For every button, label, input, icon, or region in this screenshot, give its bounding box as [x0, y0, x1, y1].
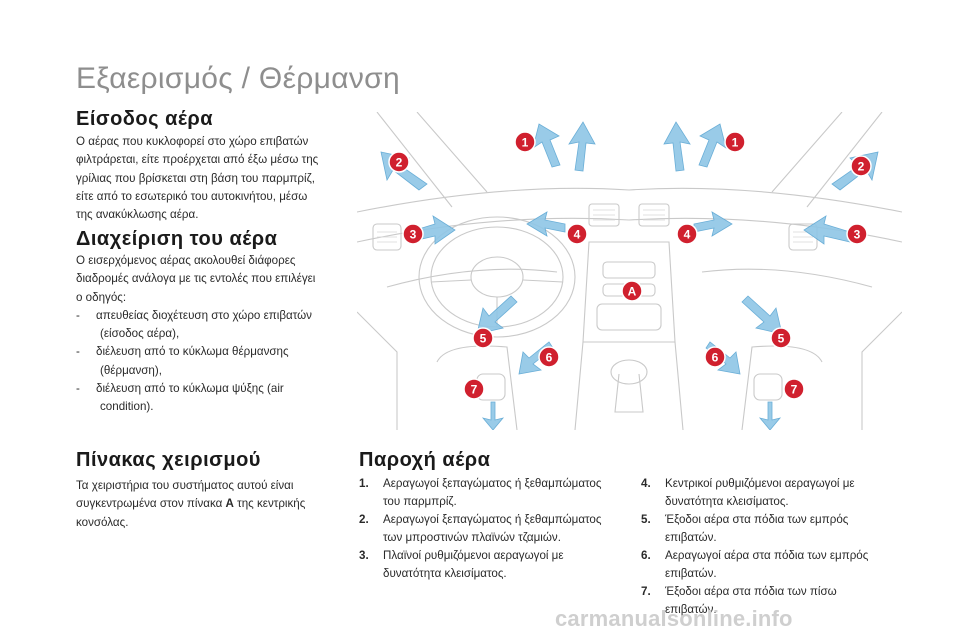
- svg-text:2: 2: [396, 156, 403, 170]
- svg-text:7: 7: [791, 383, 798, 397]
- svg-text:3: 3: [410, 228, 417, 242]
- marker-3-right: 3: [846, 223, 868, 245]
- marker-3-left: 3: [402, 223, 424, 245]
- svg-text:4: 4: [684, 228, 691, 242]
- svg-text:7: 7: [471, 383, 478, 397]
- marker-5-right: 5: [770, 327, 792, 349]
- intake-line: της ανακύκλωσης αέρα.: [76, 208, 199, 222]
- bullet-line: condition).: [100, 400, 154, 414]
- ventilation-illustration: 1 1 2 2 3 3 4 4 A 5 5 6 6 7 7: [357, 112, 902, 430]
- svg-text:1: 1: [732, 136, 739, 150]
- bullet-line: (είσοδος αέρα),: [100, 327, 180, 341]
- svg-text:6: 6: [712, 351, 719, 365]
- marker-5-left: 5: [472, 327, 494, 349]
- marker-4-right: 4: [676, 223, 698, 245]
- panel-heading: Πίνακας χειρισμού: [76, 449, 261, 471]
- intake-line: είτε από το εσωτερικό του αυτοκινήτου, μ…: [76, 189, 308, 203]
- control-bullet: - απευθείας διοχέτευση στο χώρο επιβατών…: [76, 307, 361, 344]
- panel-line: Τα χειριστήρια του συστήματος αυτού είνα…: [76, 479, 294, 492]
- svg-text:3: 3: [854, 228, 861, 242]
- bullet-line: (θέρμανση),: [100, 363, 162, 377]
- svg-text:6: 6: [546, 351, 553, 365]
- bullet-line: διέλευση από το κύκλωμα θέρμανσης: [96, 345, 289, 359]
- control-line: Ο εισερχόμενος αέρας ακολουθεί διάφορες: [76, 254, 296, 267]
- intake-paragraph: Ο αέρας που κυκλοφορεί στο χώρο επιβατών…: [76, 133, 361, 224]
- marker-a: A: [621, 280, 643, 302]
- bullet-line: απευθείας διοχέτευση στο χώρο επιβατών: [96, 308, 312, 322]
- marker-2-left: 2: [388, 151, 410, 173]
- marker-2-right: 2: [850, 155, 872, 177]
- control-bullet: - διέλευση από το κύκλωμα ψύξης (air cond…: [76, 380, 361, 417]
- svg-text:4: 4: [574, 228, 581, 242]
- supply-heading: Παροχή αέρα: [359, 449, 491, 471]
- control-heading: Διαχείριση του αέρα: [76, 228, 278, 250]
- intake-line: γρίλιας που βρίσκεται στη βάση του παρμπ…: [76, 171, 315, 185]
- control-bullet: - διέλευση από το κύκλωμα θέρμανσης (θέρμ…: [76, 343, 361, 380]
- panel-letter-a: A: [225, 497, 234, 511]
- marker-6-right: 6: [704, 346, 726, 368]
- panel-line: κονσόλας.: [76, 515, 129, 529]
- svg-text:5: 5: [480, 332, 487, 346]
- control-line: διαδρομές ανάλογα με τις εντολές που επι…: [76, 272, 316, 286]
- callout-markers: 1 1 2 2 3 3 4 4 A 5 5 6 6 7 7: [388, 131, 872, 400]
- panel-paragraph: Τα χειριστήρια του συστήματος αυτού είνα…: [76, 477, 361, 532]
- marker-7-right: 7: [783, 378, 805, 400]
- marker-4-left: 4: [566, 223, 588, 245]
- panel-line: συγκεντρωμένα στον πίνακα A της κεντρική…: [76, 497, 306, 511]
- watermark-footer: carmanualsonline.info: [555, 606, 793, 631]
- marker-7-left: 7: [463, 378, 485, 400]
- intake-line: φιλτράρεται, είτε προέρχεται από έξω μέσ…: [76, 153, 319, 167]
- marker-1-left: 1: [514, 131, 536, 153]
- control-paragraph: Ο εισερχόμενος αέρας ακολουθεί διάφορες …: [76, 252, 361, 417]
- dashboard-drawing: 1 1 2 2 3 3 4 4 A 5 5 6 6 7 7: [357, 112, 902, 430]
- svg-text:5: 5: [778, 332, 785, 346]
- bullet-dash: -: [76, 382, 80, 396]
- marker-6-left: 6: [538, 346, 560, 368]
- svg-text:2: 2: [858, 160, 865, 174]
- marker-1-right: 1: [724, 131, 746, 153]
- bullet-dash: -: [76, 308, 80, 322]
- intake-heading: Είσοδος αέρα: [76, 108, 214, 130]
- bullet-line: διέλευση από το κύκλωμα ψύξης (air: [96, 382, 284, 396]
- bullet-dash: -: [76, 345, 80, 359]
- svg-text:A: A: [628, 285, 637, 299]
- control-line: ο οδηγός:: [76, 290, 127, 304]
- page-title: Εξαερισμός / Θέρμανση: [76, 62, 400, 95]
- svg-text:1: 1: [522, 136, 529, 150]
- intake-line: Ο αέρας που κυκλοφορεί στο χώρο επιβατών: [76, 135, 309, 148]
